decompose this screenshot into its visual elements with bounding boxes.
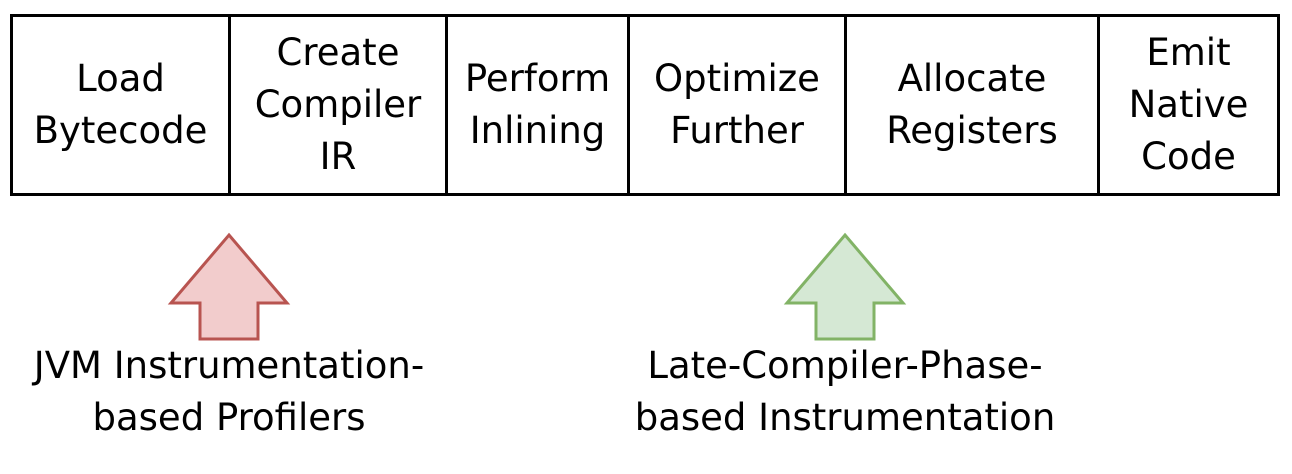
stage-emit-native-code: Emit Native Code	[1128, 31, 1249, 178]
caption-late-compiler-phase-instrumentation: Late-Compiler-Phase- based Instrumentati…	[634, 344, 1056, 439]
caption-jvm-instrumentation-profilers: JVM Instrumentation- based Profilers	[33, 344, 425, 439]
stage-perform-inlining: Perform Inlining	[448, 17, 630, 193]
stage-load-bytecode: Load Bytecode	[13, 17, 231, 193]
up-arrow-icon	[167, 232, 291, 341]
late-phase-arrow-shape	[783, 232, 907, 341]
up-arrow-icon	[783, 232, 907, 341]
compiler-pipeline: Load Bytecode Create Compiler IR Perform…	[10, 14, 1280, 196]
stage-create-compiler-ir: Create Compiler IR	[231, 17, 448, 193]
jvm-profiler-arrow-shape	[167, 232, 291, 341]
stage-optimize-further: Optimize Further	[630, 17, 847, 193]
stage-allocate-registers: Allocate Registers	[847, 17, 1100, 193]
